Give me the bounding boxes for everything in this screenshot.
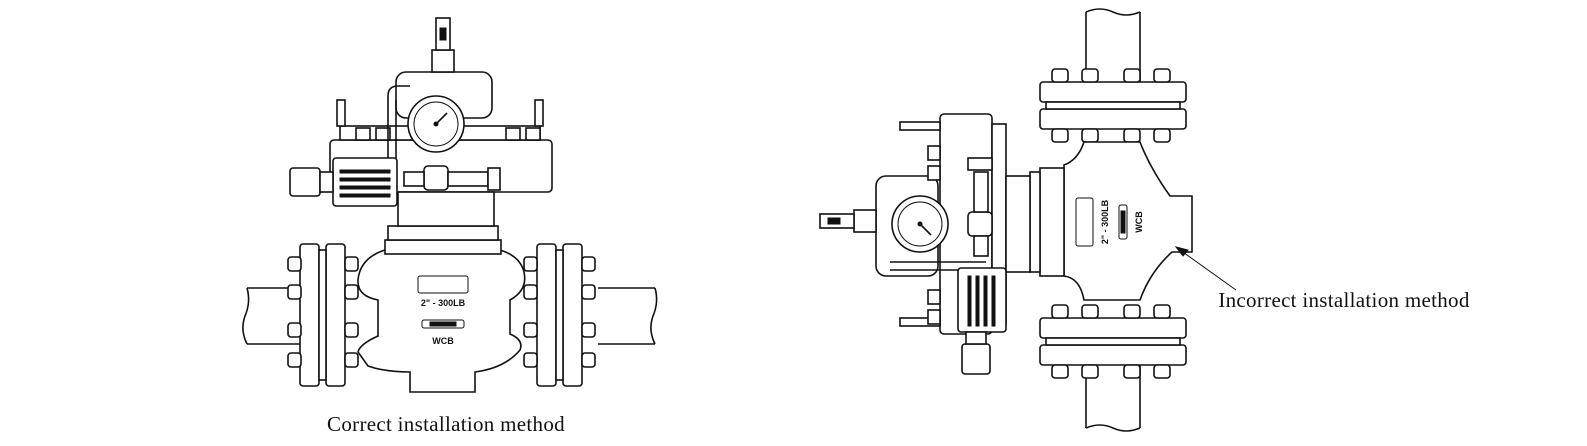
- body-size-marking-rotated: 2" - 300LB: [1100, 199, 1110, 244]
- material-marking-rotated: WCB: [1134, 211, 1144, 233]
- needle-valve-fittings: [403, 165, 501, 191]
- material-marking: WCB: [432, 336, 454, 346]
- side-fitting-rotated: [961, 331, 991, 375]
- incorrect-caption: Incorrect installation method: [1218, 288, 1469, 312]
- inlet-flange-pair: [287, 243, 359, 387]
- correct-caption: Correct installation method: [327, 412, 565, 436]
- valve-body-rotated: 2" - 300LB WCB: [1029, 141, 1193, 301]
- upper-flange-pair: [1039, 68, 1187, 143]
- body-size-marking: 2" - 300LB: [421, 298, 466, 308]
- valve-body: 2" - 300LB WCB: [357, 225, 526, 393]
- outlet-flange-pair: [523, 243, 596, 387]
- callout-arrow: [1174, 246, 1237, 291]
- pressure-gauge: [407, 95, 465, 153]
- pilot-nameplate-rotated: [957, 267, 1007, 333]
- lower-flange-pair: [1039, 304, 1187, 379]
- correct-installation-figure: 2" - 300LB WCB: [242, 17, 658, 436]
- needle-valve-fittings-rotated: [967, 157, 993, 257]
- inlet-fitting: [289, 167, 334, 197]
- incorrect-installation-figure: 2" - 300LB WCB: [819, 8, 1470, 432]
- pressure-gauge-rotated: [891, 195, 949, 253]
- pilot-nameplate: [332, 157, 398, 207]
- outlet-pipe: [598, 287, 658, 345]
